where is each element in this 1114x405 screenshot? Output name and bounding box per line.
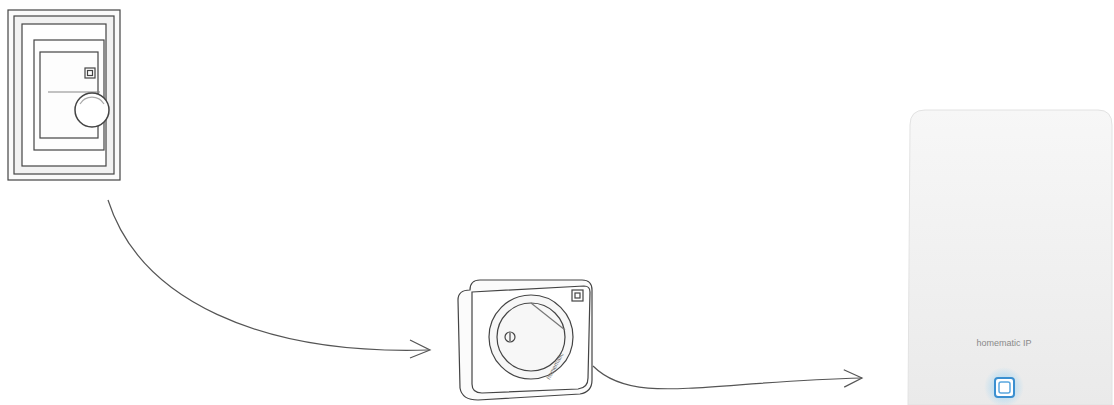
connector-line: [593, 366, 862, 389]
sensor-device: [458, 280, 592, 400]
arrow-head: [410, 340, 430, 358]
arrow-head: [844, 370, 862, 387]
access-point-box: homematic IP: [870, 110, 1114, 405]
brand-label: homematic: [545, 352, 564, 381]
flow-arrow: [108, 200, 428, 350]
wall-thermostat: [8, 10, 120, 180]
sensor-device-box: homematic: [455, 276, 597, 404]
flow-arrow: [593, 366, 862, 389]
access-point: [908, 110, 1112, 405]
brand-label: homematic IP: [976, 338, 1031, 348]
